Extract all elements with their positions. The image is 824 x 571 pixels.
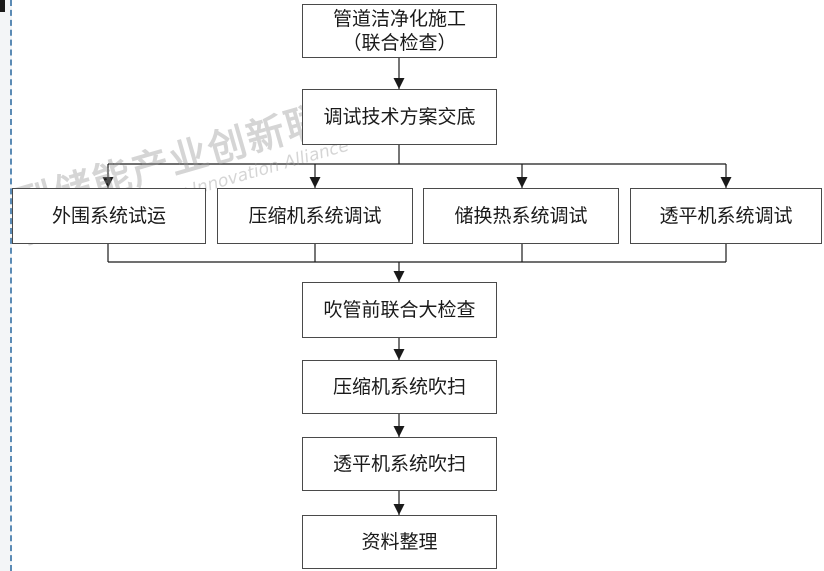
step-commissioning-briefing-label: 调试技术方案交底 (323, 106, 476, 128)
step-compressor-purge: 压缩机系统吹扫 (302, 360, 497, 414)
step-peripheral-system-trial-label: 外围系统试运 (51, 205, 166, 227)
step-pipeline-cleaning-subtitle: （联合检查） (342, 32, 457, 54)
step-commissioning-briefing: 调试技术方案交底 (302, 89, 497, 145)
step-turbine-purge: 透平机系统吹扫 (302, 437, 497, 491)
step-pipeline-cleaning: 管道洁净化施工 （联合检查） (302, 4, 497, 58)
left-edge-marker (0, 0, 5, 12)
step-turbine-commissioning-label: 透平机系统调试 (659, 205, 793, 227)
step-pipeline-cleaning-title: 管道洁净化施工 (332, 8, 466, 30)
step-turbine-commissioning: 透平机系统调试 (630, 188, 822, 244)
step-compressor-commissioning: 压缩机系统调试 (217, 188, 413, 244)
step-pre-purge-inspection-label: 吹管前联合大检查 (323, 299, 476, 321)
step-documentation-label: 资料整理 (361, 531, 438, 553)
step-peripheral-system-trial: 外围系统试运 (12, 188, 206, 244)
step-documentation: 资料整理 (302, 515, 497, 569)
step-heat-storage-commissioning-label: 储换热系统调试 (454, 205, 588, 227)
left-panel-edge (0, 0, 12, 571)
step-heat-storage-commissioning: 储换热系统调试 (423, 188, 619, 244)
step-compressor-purge-label: 压缩机系统吹扫 (332, 376, 466, 398)
step-compressor-commissioning-label: 压缩机系统调试 (248, 205, 382, 227)
step-pre-purge-inspection: 吹管前联合大检查 (302, 282, 497, 338)
step-turbine-purge-label: 透平机系统吹扫 (332, 453, 466, 475)
